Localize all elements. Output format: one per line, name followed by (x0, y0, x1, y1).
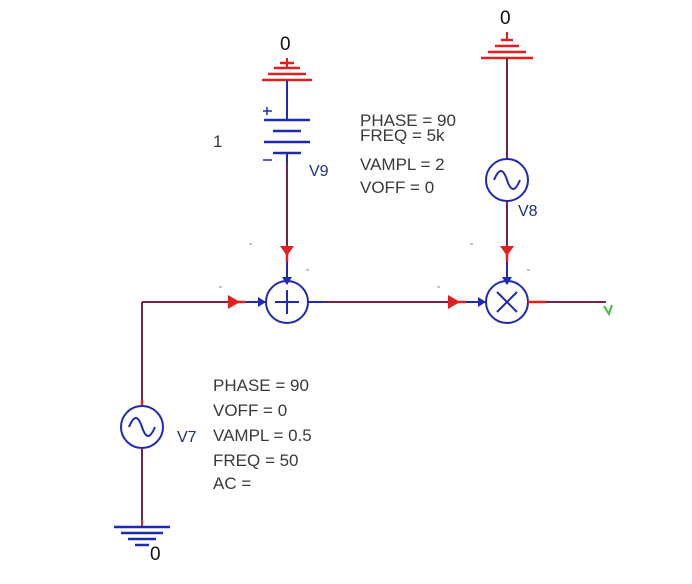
v7-param: VOFF = 0 (213, 401, 287, 420)
v9-refdes: V9 (309, 163, 329, 180)
ground-symbol-v9[interactable] (262, 58, 312, 82)
v8-param: VOFF = 0 (360, 178, 434, 197)
sine-source-v7-icon[interactable] (120, 405, 164, 449)
ground-symbol-v7[interactable] (114, 520, 170, 547)
v8-params: PHASE = 90 FREQ = 5k VAMPL = 2 VOFF = 0 (360, 111, 456, 197)
v7-param: FREQ = 50 (213, 451, 299, 470)
v8-param: PHASE = 90 (360, 111, 456, 130)
pin-arrow-summer-in (228, 295, 240, 309)
summer-icon[interactable] (265, 280, 309, 324)
sine-source-v8-icon[interactable] (485, 158, 529, 202)
probe-marker-icon[interactable] (603, 304, 613, 317)
ground-label-v9: 0 (280, 34, 291, 55)
ground-label-v8: 0 (500, 8, 511, 29)
battery-icon[interactable] (263, 107, 310, 163)
v7-refdes: V7 (177, 429, 197, 446)
v7-param: PHASE = 90 (213, 376, 309, 395)
pin-arrow-v8 (500, 246, 514, 256)
v8-refdes: V8 (518, 203, 538, 220)
v9-value: 1 (213, 132, 222, 151)
v7-param: AC = (213, 474, 251, 493)
v7-params: PHASE = 90 VOFF = 0 VAMPL = 0.5 FREQ = 5… (213, 376, 312, 493)
pin-arrow-mult-in (448, 295, 460, 309)
v8-param: FREQ = 5k (360, 126, 445, 145)
multiplier-icon[interactable] (485, 280, 529, 324)
pin-tick-marks (219, 243, 530, 288)
v8-param: VAMPL = 2 (360, 155, 445, 174)
pin-arrow-v9 (280, 246, 294, 256)
ground-symbol-v8[interactable] (481, 32, 533, 60)
v7-param: VAMPL = 0.5 (213, 426, 312, 445)
ground-label-v7: 0 (150, 544, 161, 565)
